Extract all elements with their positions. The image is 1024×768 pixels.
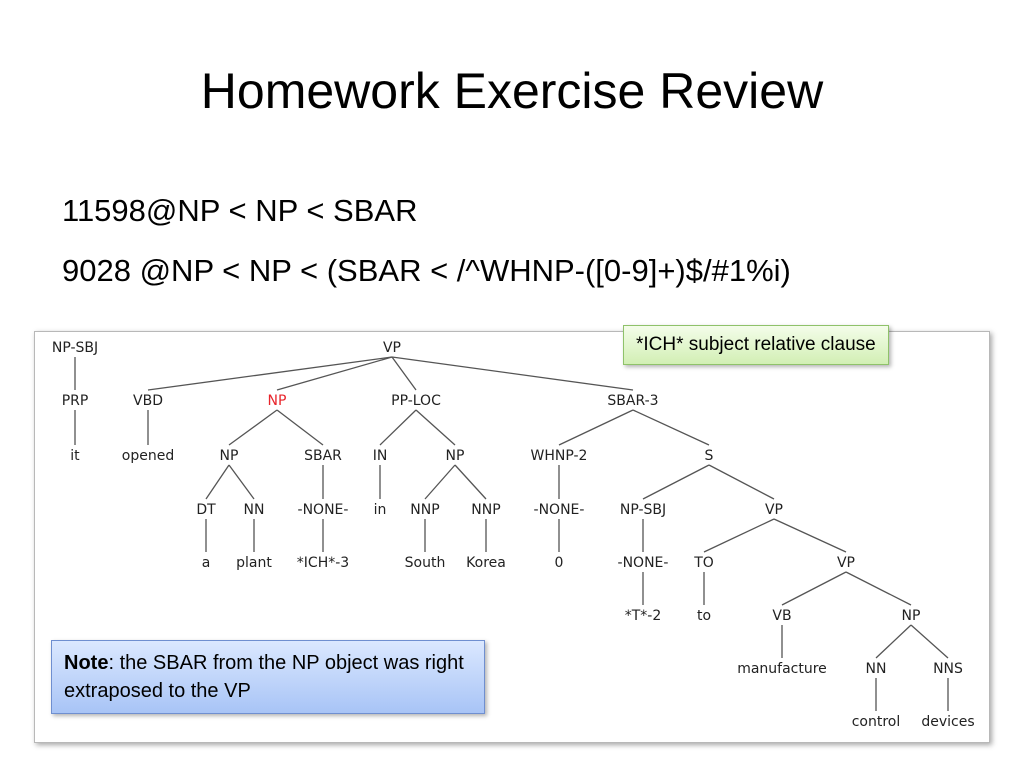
tree-node-nnp1: NNP bbox=[410, 502, 439, 518]
tree-node-zero: 0 bbox=[555, 555, 564, 571]
tree-node-it: it bbox=[70, 448, 80, 464]
tree-edge bbox=[228, 464, 255, 500]
query-line-2: 9028 @NP < NP < (SBAR < /^WHNP-([0-9]+)$… bbox=[62, 253, 791, 289]
slide-title: Homework Exercise Review bbox=[200, 63, 824, 119]
tree-edge bbox=[379, 409, 417, 446]
tree-node-none3: -NONE- bbox=[618, 555, 669, 571]
tree-node-s: S bbox=[705, 448, 714, 464]
tree-edge bbox=[642, 464, 710, 500]
tree-edge bbox=[415, 409, 456, 446]
tree-edge bbox=[632, 409, 710, 446]
note-text: : the SBAR from the NP object was right … bbox=[64, 652, 464, 702]
tree-node-whnp2: WHNP-2 bbox=[531, 448, 588, 464]
tree-node-prp: PRP bbox=[62, 393, 89, 409]
tree-node-vbd: VBD bbox=[133, 393, 163, 409]
tree-node-dt: DT bbox=[196, 502, 216, 518]
tree-node-nn1: NN bbox=[244, 502, 265, 518]
tree-node-np4: NP bbox=[902, 608, 921, 624]
tree-node-vp3: VP bbox=[837, 555, 855, 571]
tree-edge bbox=[708, 464, 775, 500]
tree-edge bbox=[773, 518, 847, 553]
tree-edge bbox=[424, 464, 456, 500]
tree-node-ich3: *ICH*-3 bbox=[297, 555, 349, 571]
tree-node-nnp2: NNP bbox=[471, 502, 500, 518]
tree-node-none2: -NONE- bbox=[534, 502, 585, 518]
tree-node-opened: opened bbox=[122, 448, 174, 464]
tree-node-plant: plant bbox=[236, 555, 272, 571]
tree-node-in: IN bbox=[373, 448, 388, 464]
tree-edge bbox=[558, 409, 634, 446]
tree-edge bbox=[205, 464, 230, 500]
tree-edge bbox=[781, 571, 847, 606]
tree-edge bbox=[276, 356, 393, 391]
tree-edge bbox=[147, 356, 393, 391]
tree-edge bbox=[703, 518, 775, 553]
tree-node-np-sbj: NP-SBJ bbox=[52, 340, 98, 356]
query-pattern: @NP < NP < SBAR bbox=[145, 193, 418, 228]
tree-node-to: TO bbox=[693, 555, 714, 571]
tree-node-np2: NP bbox=[220, 448, 239, 464]
note-callout: Note: the SBAR from the NP object was ri… bbox=[51, 640, 485, 714]
note-label: Note bbox=[64, 652, 109, 674]
tree-node-nns: NNS bbox=[933, 661, 963, 677]
query-count: 11598 bbox=[62, 193, 146, 228]
tree-edge bbox=[391, 356, 634, 391]
tree-node-pploc: PP-LOC bbox=[391, 393, 441, 409]
tree-edge bbox=[454, 464, 487, 500]
tree-node-vb: VB bbox=[772, 608, 791, 624]
tree-node-t2: *T*-2 bbox=[625, 608, 662, 624]
parse-tree: NP-SBJPRPitVPVBDopenedNPNPDTaNNplantSBAR… bbox=[52, 340, 975, 730]
tree-node-np: NP bbox=[268, 393, 287, 409]
tree-node-nn2: NN bbox=[866, 661, 887, 677]
tree-node-south: South bbox=[405, 555, 446, 571]
tree-node-np3: NP bbox=[446, 448, 465, 464]
tree-node-control: control bbox=[852, 714, 901, 730]
tree-node-devices: devices bbox=[921, 714, 974, 730]
ich-callout: *ICH* subject relative clause bbox=[623, 325, 889, 365]
tree-node-vp: VP bbox=[383, 340, 401, 356]
tree-node-to-w: to bbox=[697, 608, 711, 624]
tree-edge bbox=[910, 624, 949, 659]
tree-node-manufacture: manufacture bbox=[737, 661, 827, 677]
tree-node-korea: Korea bbox=[466, 555, 506, 571]
tree-edge bbox=[228, 409, 278, 446]
tree-edge bbox=[845, 571, 912, 606]
tree-node-none1: -NONE- bbox=[298, 502, 349, 518]
tree-edge bbox=[276, 409, 324, 446]
query-line-1: 11598@NP < NP < SBAR bbox=[62, 193, 417, 229]
query-pattern: @NP < NP < (SBAR < /^WHNP-([0-9]+)$/#1%i… bbox=[130, 253, 791, 288]
tree-node-a: a bbox=[202, 555, 211, 571]
query-count: 9028 bbox=[62, 253, 131, 288]
tree-node-in-w: in bbox=[374, 502, 387, 518]
tree-node-sbar: SBAR bbox=[304, 448, 342, 464]
tree-edge bbox=[875, 624, 912, 659]
tree-node-sbar3: SBAR-3 bbox=[607, 393, 658, 409]
tree-node-vp2: VP bbox=[765, 502, 783, 518]
tree-node-npsbj2: NP-SBJ bbox=[620, 502, 666, 518]
tree-edge bbox=[391, 356, 417, 391]
